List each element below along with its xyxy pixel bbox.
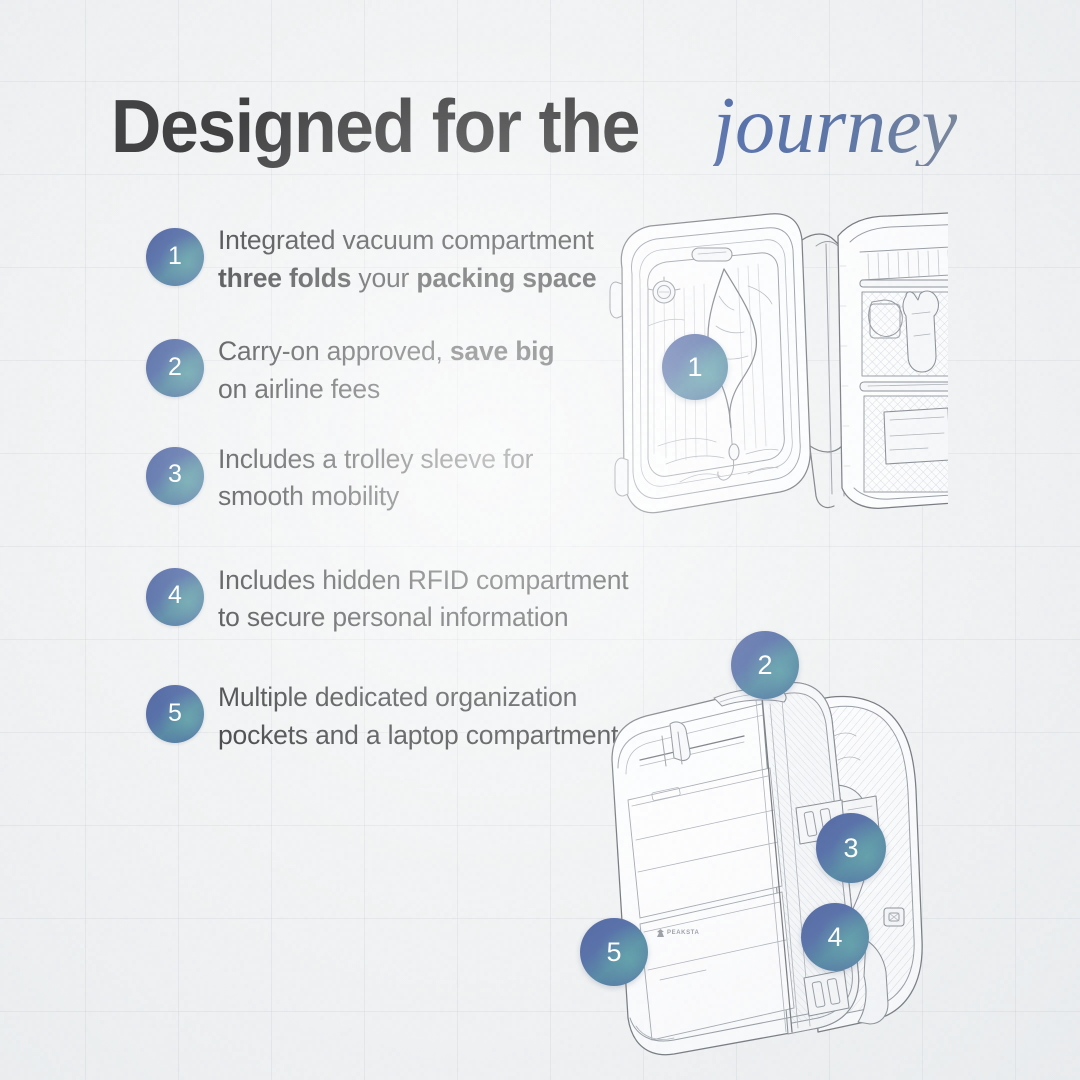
feature-badge-number: 3: [168, 462, 182, 487]
feature-badge-number: 4: [168, 583, 182, 608]
feature-line-1: Integrated vacuum compartment: [218, 225, 594, 255]
feature-badge-number: 2: [168, 355, 182, 380]
feature-line-2: smooth mobility: [218, 481, 399, 511]
feature-line-2: on airline fees: [218, 374, 380, 404]
list-item: 4 Includes hidden RFID compartment to se…: [146, 562, 666, 637]
headline-accent: journey: [713, 86, 957, 166]
feature-badge-4: 4: [146, 568, 204, 626]
feature-line-1: Multiple dedicated organization: [218, 682, 577, 712]
backpack-illustration: [566, 640, 986, 1070]
illustration-marker-1[interactable]: 1: [662, 334, 728, 400]
illustration-marker-2[interactable]: 2: [731, 631, 799, 699]
feature-mid-1: your: [351, 263, 416, 293]
feature-line-2: to secure personal information: [218, 602, 568, 632]
feature-bold-1: save big: [450, 336, 554, 366]
feature-line-2: pockets and a laptop compartment: [218, 720, 618, 750]
feature-bold-1: three folds: [218, 263, 351, 293]
marker-number: 5: [606, 939, 621, 966]
feature-badge-number: 1: [168, 244, 182, 269]
feature-line-1: Includes a trolley sleeve for: [218, 444, 533, 474]
feature-line-1: Carry-on approved,: [218, 336, 450, 366]
feature-text-4: Includes hidden RFID compartment to secu…: [218, 562, 666, 637]
illustration-marker-3[interactable]: 3: [816, 813, 886, 883]
feature-bold-2: packing space: [416, 263, 596, 293]
brand-name: PEAKSTA: [667, 930, 699, 936]
feature-badge-5: 5: [146, 685, 204, 743]
brand-logo: PEAKSTA: [657, 929, 699, 937]
marker-number: 1: [687, 354, 702, 381]
marker-number: 3: [843, 835, 858, 862]
marker-number: 2: [757, 652, 772, 679]
feature-badge-3: 3: [146, 447, 204, 505]
illustration-marker-5[interactable]: 5: [580, 918, 648, 986]
suitcase-illustration: [588, 196, 968, 556]
headline-main: Designed for the: [111, 89, 639, 164]
feature-badge-1: 1: [146, 228, 204, 286]
feature-line-1: Includes hidden RFID compartment: [218, 565, 628, 595]
marker-number: 4: [827, 924, 842, 951]
illustration-marker-4[interactable]: 4: [801, 903, 869, 971]
peaksta-mark-icon: [657, 929, 664, 937]
page-title: Designed for the journey: [111, 86, 1011, 166]
feature-badge-2: 2: [146, 339, 204, 397]
feature-badge-number: 5: [168, 701, 182, 726]
